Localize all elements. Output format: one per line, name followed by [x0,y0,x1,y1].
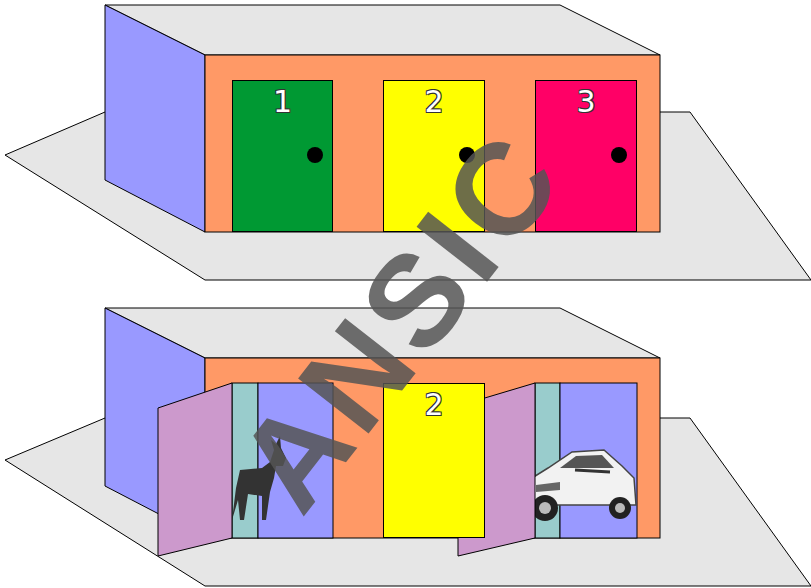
door-knob [611,147,627,163]
side-wall [105,5,205,232]
garage-interior [560,383,637,538]
open-door-panel [158,383,232,556]
garage-door: 1 [232,80,333,232]
car [530,450,636,521]
door-number: 2 [384,85,484,119]
door-number: 1 [233,85,332,119]
door-number: 3 [536,85,636,119]
door-knob [307,147,323,163]
